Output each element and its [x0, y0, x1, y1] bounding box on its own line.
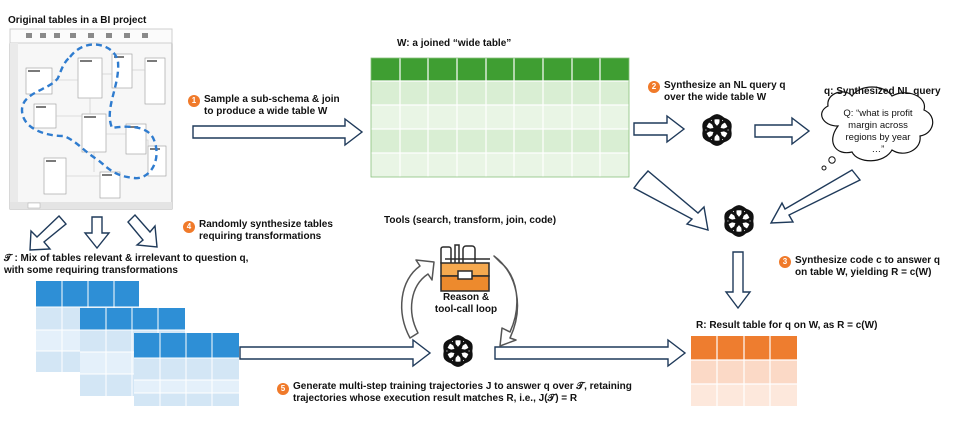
arrow-down-left: [29, 214, 68, 251]
query-title: q: Synthesized NL query: [824, 86, 941, 97]
arrow-code-to-result: [724, 251, 752, 310]
result-table: [691, 336, 797, 406]
step-2-badge: 2: [648, 81, 660, 93]
table-stack: [36, 281, 239, 406]
arrow-loop-to-result: [494, 338, 687, 368]
reason-loop-label: Reason & tool-call loop: [434, 292, 498, 315]
openai-logo-icon: [698, 111, 736, 149]
openai-logo-icon: [720, 202, 758, 240]
step-5-text: Generate multi-step training trajectorie…: [293, 381, 632, 404]
arrow-w-to-logo: [633, 114, 686, 144]
step-1-badge: 1: [188, 95, 200, 107]
wide-table-w: [370, 57, 630, 178]
wide-table-title: W: a joined “wide table”: [397, 38, 512, 49]
cycle-arrow-icon: [400, 255, 519, 347]
arrow-query-to-code-logo: [769, 169, 862, 224]
result-title: R: Result table for q on W, as R = c(W): [696, 320, 878, 331]
bi-screenshot-icon: [9, 28, 173, 210]
arrow-tables-to-loop: [239, 338, 432, 368]
tools-title: Tools (search, transform, join, code): [384, 215, 557, 226]
openai-logo-icon: [439, 332, 477, 370]
original-tables-label: Original tables in a BI project: [8, 15, 147, 26]
arrow-bi-to-w: [192, 117, 364, 147]
arrow-down-right: [127, 213, 158, 248]
toolbox-icon: [440, 244, 490, 292]
arrow-w-to-code-logo: [632, 170, 709, 231]
step-4-badge: 4: [183, 221, 195, 233]
arrow-down-middle: [83, 216, 111, 250]
query-cloud: [821, 86, 934, 162]
step-3-badge: 3: [779, 256, 791, 268]
step-5-badge: 5: [277, 383, 289, 395]
query-cloud-text: Q: “what is profit margin across regions…: [843, 108, 913, 155]
mix-tables-label: 𝒯 : Mix of tables relevant & irrelevant …: [4, 253, 249, 276]
arrow-logo-to-query: [754, 116, 811, 146]
